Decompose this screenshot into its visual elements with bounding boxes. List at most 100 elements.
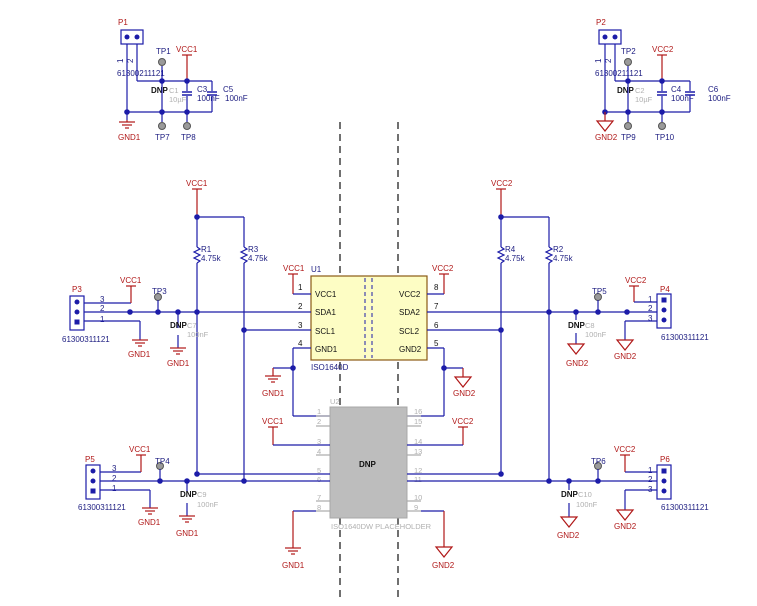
- svg-text:VCC1: VCC1: [262, 417, 284, 426]
- side2-pullups: VCC2 R4 4.75k R2 4.75k: [491, 179, 574, 481]
- svg-text:TP4: TP4: [155, 457, 170, 466]
- svg-text:2: 2: [100, 304, 105, 313]
- svg-text:100nF: 100nF: [197, 500, 219, 509]
- svg-text:C9: C9: [197, 490, 207, 499]
- svg-text:61300311121: 61300311121: [661, 503, 709, 512]
- svg-text:10µF: 10µF: [169, 95, 187, 104]
- svg-text:3: 3: [298, 321, 303, 330]
- svg-text:13: 13: [414, 447, 422, 456]
- svg-text:100nF: 100nF: [708, 94, 731, 103]
- svg-text:DNP: DNP: [180, 490, 198, 499]
- svg-text:7: 7: [434, 302, 439, 311]
- svg-text:VCC1: VCC1: [315, 290, 337, 299]
- svg-text:4.75k: 4.75k: [248, 254, 269, 263]
- svg-text:3: 3: [317, 437, 321, 446]
- svg-text:1: 1: [298, 283, 303, 292]
- svg-text:GND2: GND2: [399, 345, 422, 354]
- svg-text:100nF: 100nF: [576, 500, 598, 509]
- svg-text:R4: R4: [505, 245, 516, 254]
- svg-text:P3: P3: [72, 285, 82, 294]
- svg-text:VCC2: VCC2: [432, 264, 454, 273]
- svg-text:TP7: TP7: [155, 133, 170, 142]
- svg-text:DNP: DNP: [561, 490, 579, 499]
- svg-text:100nF: 100nF: [225, 94, 248, 103]
- svg-text:VCC2: VCC2: [652, 45, 674, 54]
- svg-text:11: 11: [414, 475, 422, 484]
- svg-text:GND1: GND1: [176, 529, 199, 538]
- svg-text:2: 2: [648, 475, 653, 484]
- svg-text:14: 14: [414, 437, 422, 446]
- svg-text:GND2: GND2: [453, 389, 476, 398]
- svg-text:ISO1640DW PLACEHOLDER: ISO1640DW PLACEHOLDER: [331, 522, 432, 531]
- svg-text:C3: C3: [197, 85, 208, 94]
- u1-wiring: VCC1 GND1 VCC2 GND2: [130, 264, 627, 417]
- svg-text:R2: R2: [553, 245, 564, 254]
- svg-text:C7: C7: [187, 321, 197, 330]
- svg-text:C1: C1: [169, 86, 179, 95]
- svg-text:6: 6: [434, 321, 439, 330]
- svg-text:DNP: DNP: [568, 321, 586, 330]
- svg-text:4: 4: [317, 447, 321, 456]
- svg-text:100nF: 100nF: [671, 94, 694, 103]
- svg-text:R1: R1: [201, 245, 212, 254]
- svg-text:8: 8: [434, 283, 439, 292]
- svg-text:TP3: TP3: [152, 287, 167, 296]
- svg-text:100nF: 100nF: [187, 330, 209, 339]
- svg-text:3: 3: [100, 295, 105, 304]
- svg-text:U2: U2: [330, 397, 340, 406]
- svg-text:1: 1: [648, 466, 653, 475]
- svg-text:100nF: 100nF: [585, 330, 607, 339]
- svg-text:GND1: GND1: [118, 133, 141, 142]
- svg-text:3: 3: [648, 314, 653, 323]
- svg-text:R3: R3: [248, 245, 259, 254]
- svg-text:6: 6: [317, 475, 321, 484]
- side1-pullups: VCC1 R1 4.75k R3 4.75k: [186, 179, 269, 481]
- svg-text:C5: C5: [223, 85, 234, 94]
- svg-text:SDA1: SDA1: [315, 308, 336, 317]
- svg-text:61300311121: 61300311121: [62, 335, 110, 344]
- svg-text:VCC1: VCC1: [283, 264, 305, 273]
- p5-connector: P5 3 2 1 61300311121 VCC1 GND1 TP4 DNP C…: [78, 445, 247, 538]
- svg-text:61300311121: 61300311121: [78, 503, 126, 512]
- svg-text:9: 9: [414, 503, 418, 512]
- svg-text:GND2: GND2: [432, 561, 455, 570]
- svg-text:GND1: GND1: [128, 350, 151, 359]
- svg-text:GND1: GND1: [262, 389, 285, 398]
- svg-text:C10: C10: [578, 490, 592, 499]
- svg-text:DNP: DNP: [617, 86, 635, 95]
- svg-text:VCC1: VCC1: [129, 445, 151, 454]
- svg-text:VCC1: VCC1: [120, 276, 142, 285]
- svg-text:C2: C2: [635, 86, 645, 95]
- svg-text:TP2: TP2: [621, 47, 636, 56]
- svg-text:5: 5: [434, 339, 439, 348]
- svg-text:12: 12: [414, 466, 422, 475]
- svg-text:VCC2: VCC2: [452, 417, 474, 426]
- svg-text:5: 5: [317, 466, 321, 475]
- svg-text:GND2: GND2: [614, 522, 637, 531]
- p1-ref: P1: [118, 18, 128, 27]
- svg-text:VCC2: VCC2: [399, 290, 421, 299]
- svg-text:GND1: GND1: [282, 561, 305, 570]
- svg-text:4: 4: [298, 339, 303, 348]
- svg-text:C6: C6: [708, 85, 719, 94]
- svg-text:100nF: 100nF: [197, 94, 220, 103]
- svg-text:GND2: GND2: [566, 359, 589, 368]
- svg-text:DNP: DNP: [151, 86, 169, 95]
- svg-text:10: 10: [414, 493, 422, 502]
- svg-text:TP10: TP10: [655, 133, 675, 142]
- svg-text:VCC2: VCC2: [614, 445, 636, 454]
- svg-text:GND2: GND2: [557, 531, 580, 540]
- svg-text:C4: C4: [671, 85, 682, 94]
- svg-text:2: 2: [317, 417, 321, 426]
- svg-text:10µF: 10µF: [635, 95, 653, 104]
- svg-text:7: 7: [317, 493, 321, 502]
- svg-text:P6: P6: [660, 455, 670, 464]
- svg-text:ISO1640D: ISO1640D: [311, 363, 349, 372]
- svg-text:DNP: DNP: [359, 460, 377, 469]
- svg-text:VCC2: VCC2: [625, 276, 647, 285]
- svg-text:GND1: GND1: [167, 359, 190, 368]
- svg-text:15: 15: [414, 417, 422, 426]
- svg-text:2: 2: [604, 58, 613, 63]
- u2-placeholder: U2 DNP ISO1640DW PLACEHOLDER 1 2 3 4 5 6…: [197, 397, 549, 570]
